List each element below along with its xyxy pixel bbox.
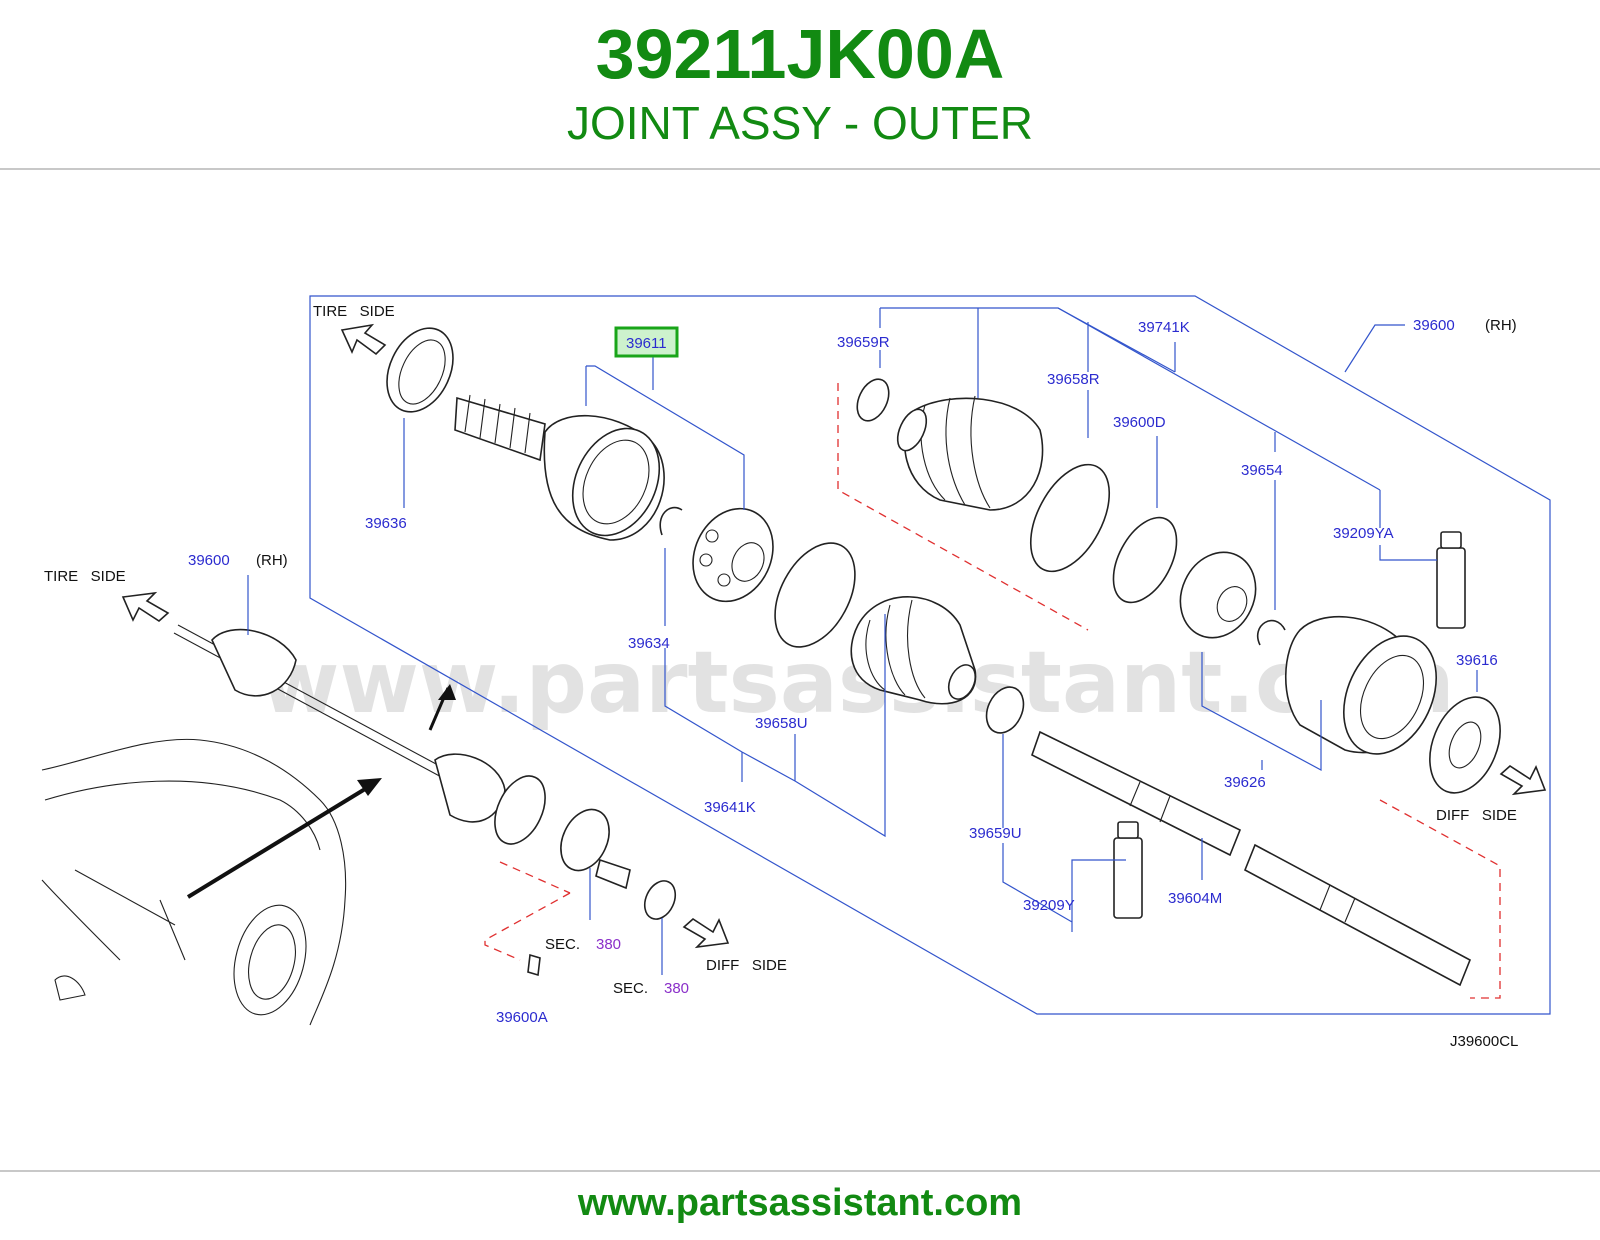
- diff-side-label-right: DIFF SIDE: [1436, 807, 1517, 824]
- part-39209YA-grease: [1436, 531, 1466, 629]
- leader-lines: [247, 307, 1478, 975]
- part-39658U-boot-band: [774, 542, 856, 648]
- part-label-39600-left[interactable]: 39600: [188, 552, 230, 569]
- part-label-39209Y[interactable]: 39209Y: [1023, 897, 1075, 914]
- part-number-title: 39211JK00A: [595, 15, 1005, 93]
- footer-url[interactable]: www.partsassistant.com: [577, 1182, 1023, 1224]
- dash-box-bolt: [484, 892, 571, 961]
- part-39659U-band: [985, 686, 1025, 734]
- rh-label-left: (RH): [256, 552, 288, 569]
- tire-side-label-left: TIRE SIDE: [44, 568, 126, 585]
- part-39604M-shaft: [1031, 730, 1472, 987]
- part-39600-driveshaft-overview: [173, 624, 677, 977]
- arrow-to-car: [186, 784, 372, 899]
- rh-label-top: (RH): [1485, 317, 1517, 334]
- part-upper-boot-band: [1029, 463, 1111, 573]
- arrow-pointer-up-head: [438, 684, 456, 700]
- part-39611-highlight-box: [614, 326, 679, 358]
- sec-label-2: SEC.: [613, 980, 648, 997]
- part-inner-bearing-cage: [692, 507, 774, 603]
- part-label-39634[interactable]: 39634: [628, 635, 670, 652]
- part-label-39659R[interactable]: 39659R: [837, 334, 890, 351]
- part-label-39616[interactable]: 39616: [1456, 652, 1498, 669]
- tire-side-label-top: TIRE SIDE: [313, 303, 395, 320]
- diff-side-label-bottom: DIFF SIDE: [706, 957, 787, 974]
- part-label-39636[interactable]: 39636: [365, 515, 407, 532]
- sec-ref-380-1[interactable]: 380: [596, 936, 621, 953]
- part-39626-housing: [1285, 615, 1438, 755]
- part-label-39659U[interactable]: 39659U: [969, 825, 1022, 842]
- part-39641K-boot: [850, 596, 977, 705]
- dash-box-shaft: [1379, 799, 1501, 999]
- part-label-39611[interactable]: 39611: [626, 335, 667, 352]
- footer-divider: [0, 1170, 1600, 1172]
- part-39654-circlip: [1179, 551, 1286, 646]
- part-39634-snap-ring: [659, 506, 683, 536]
- part-label-39626[interactable]: 39626: [1224, 774, 1266, 791]
- arrow-to-car-head: [357, 778, 382, 796]
- part-label-39641K[interactable]: 39641K: [704, 799, 756, 816]
- part-39636-seal: [386, 327, 454, 413]
- assembly-outline: [309, 295, 1551, 1015]
- arrow-diff-side-bottom: [682, 917, 730, 949]
- part-label-39658R[interactable]: 39658R: [1047, 371, 1100, 388]
- sec-label-1: SEC.: [545, 936, 580, 953]
- part-label-39741K[interactable]: 39741K: [1138, 319, 1190, 336]
- part-label-39604M[interactable]: 39604M: [1168, 890, 1222, 907]
- dash-line-flange: [499, 861, 571, 894]
- arrow-tire-side-top: [340, 323, 387, 356]
- part-label-39600D[interactable]: 39600D: [1113, 414, 1166, 431]
- arrow-diff-side-right: [1499, 764, 1547, 796]
- part-label-39654[interactable]: 39654: [1241, 462, 1283, 479]
- part-39209Y-grease: [1113, 821, 1143, 919]
- part-39658R-boot: [896, 395, 1044, 511]
- header-divider: [0, 168, 1600, 170]
- part-label-39209YA[interactable]: 39209YA: [1333, 525, 1394, 542]
- figure-code: J39600CL: [1450, 1033, 1518, 1050]
- part-39611-outer-joint: [454, 394, 665, 541]
- part-label-39600-top[interactable]: 39600: [1413, 317, 1455, 334]
- part-label-39600A[interactable]: 39600A: [496, 1009, 548, 1026]
- part-39659R-band: [856, 378, 890, 422]
- car-silhouette-outline: [41, 738, 347, 1026]
- dash-box-boot: [837, 383, 1089, 631]
- part-label-39658U[interactable]: 39658U: [755, 715, 808, 732]
- part-39616-seal: [1429, 696, 1501, 794]
- arrow-tire-side-left: [121, 591, 170, 623]
- part-name-subtitle: JOINT ASSY - OUTER: [566, 97, 1034, 149]
- part-39600D-o-ring: [1112, 516, 1178, 604]
- sec-ref-380-2[interactable]: 380: [664, 980, 689, 997]
